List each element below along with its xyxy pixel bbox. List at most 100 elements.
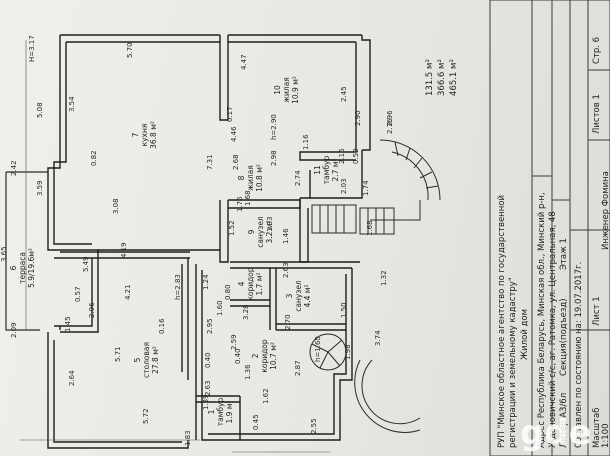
section: Секция(подъезд) xyxy=(559,298,569,376)
dim-35: h=2.83 xyxy=(174,274,182,300)
dim-42: 0.16 xyxy=(158,318,166,334)
dim-28: 1.76 xyxy=(236,196,244,212)
dim-46: 2.59 xyxy=(230,334,238,350)
room-11-number: 11 xyxy=(313,165,322,175)
dim-20: 1.74 xyxy=(362,180,370,196)
room-5-area: 27.8 м² xyxy=(151,346,160,374)
dim-15: 2.96 xyxy=(386,110,394,126)
liter: Литер А3/6л xyxy=(559,393,569,448)
dim-21: 3.54 xyxy=(68,96,76,112)
dim-23: 3.08 xyxy=(112,198,120,214)
dim-17: 1.16 xyxy=(302,134,310,150)
dim-5: 2.42 xyxy=(10,160,18,176)
room-7-number: 7 xyxy=(131,132,140,137)
dim-22: 0.82 xyxy=(90,150,98,166)
dim-8: 5.70 xyxy=(126,42,134,58)
title-block xyxy=(489,0,610,456)
dim-13: 0.17 xyxy=(226,106,234,122)
dim-4: 3.59 xyxy=(36,180,44,196)
dim-34: 4.21 xyxy=(124,284,132,300)
total-area-3: 465.1 м² xyxy=(449,59,459,96)
dim-57: 3.74 xyxy=(374,330,382,346)
room-6-area: 5.9/19.6м² xyxy=(27,248,36,288)
room-10-number: 10 xyxy=(273,85,282,95)
dim-45: 3.28 xyxy=(242,304,250,320)
dim-2: 2.09 xyxy=(10,322,18,338)
stair-flight xyxy=(311,204,395,235)
dim-41: 2.95 xyxy=(206,318,214,334)
dim-40: 0.80 xyxy=(224,284,232,300)
page-label: Стр. 6 xyxy=(592,37,602,64)
dim-55: h=1.60 xyxy=(314,336,322,362)
room-7-name: кухня xyxy=(140,124,149,147)
dim-10: 2.45 xyxy=(340,86,348,102)
dim-60: 1.62 xyxy=(262,388,270,404)
dim-66: 2.76 xyxy=(386,118,394,134)
room-2-number: 2 xyxy=(251,353,260,358)
room-9-area: 3.2 м² xyxy=(265,221,274,244)
room-8-number: 8 xyxy=(237,175,246,180)
room-2-area: 10.7 м² xyxy=(269,342,278,370)
room-6-name: терраса xyxy=(18,252,27,284)
org-line-1: РУП "Минское областное агентство по госу… xyxy=(497,195,507,448)
room-8-name: жилая xyxy=(246,165,255,191)
sheets-label: Листов 1 xyxy=(592,94,602,134)
room-4-name: коридор xyxy=(246,267,255,301)
dim-51: 2.63 xyxy=(204,380,212,396)
room-3-name: санузел xyxy=(294,280,303,312)
title-block-text: РУП "Минское областное агентство по госу… xyxy=(497,37,610,448)
room-8-area: 10.8 м² xyxy=(255,164,264,192)
dim-62: 2.55 xyxy=(310,418,318,434)
dim-37: 2.63 xyxy=(282,262,290,278)
composed-date: Составлен по состоянию на: 19.07.2017г. xyxy=(574,262,584,448)
dim-64: 1.33 xyxy=(266,216,274,232)
room-9-name: санузел xyxy=(256,216,265,248)
room-4-number: 4 xyxy=(237,281,246,286)
room-9-number: 9 xyxy=(247,229,256,234)
dim-9: 4.47 xyxy=(240,54,248,70)
dim-16: 0.52 xyxy=(352,148,360,164)
room-3-area: 4.4 м² xyxy=(303,285,312,308)
org-line-2: регистрации и земельному кадастру" xyxy=(508,277,518,448)
total-area-1: 131.5 м² xyxy=(425,59,435,96)
spiral-stair-bottom xyxy=(309,333,421,433)
dim-7: Н=3.17 xyxy=(28,35,36,62)
dim-11: 2.90 xyxy=(354,110,362,126)
dim-33: 2.96 xyxy=(88,302,96,318)
room-4-area: 1.7 м² xyxy=(255,273,264,296)
dim-24: 7.31 xyxy=(206,154,214,170)
room-2-name: коридор xyxy=(260,339,269,373)
dim-18: 2.16 xyxy=(338,148,346,164)
dim-43: 2.70 xyxy=(284,314,292,330)
terrace-outline xyxy=(5,171,48,331)
engineer-label: Инженер Фомина xyxy=(601,171,610,250)
room-11-name: тамбур xyxy=(322,156,331,185)
dim-36: 1.24 xyxy=(202,274,210,290)
dim-52: 1.36 xyxy=(244,364,252,380)
dim-61: 0.45 xyxy=(252,414,260,430)
dim-1: 1.83 xyxy=(184,430,192,446)
dim-12: h=2.90 xyxy=(270,114,278,140)
dim-47: 1.45 xyxy=(64,316,72,332)
room-1-area: 1.9 м² xyxy=(225,401,234,424)
room-10-name: жилая xyxy=(282,77,291,103)
dim-56: 1.98 xyxy=(344,344,352,360)
walls xyxy=(47,34,371,449)
dim-6: 5.08 xyxy=(36,102,44,118)
dim-25: 2.68 xyxy=(232,154,240,170)
dim-27: 2.74 xyxy=(294,170,302,186)
dim-31: 5.49 xyxy=(82,256,90,272)
room-10-area: 10.9 м² xyxy=(291,76,300,104)
dim-26: 2.98 xyxy=(270,150,278,166)
dim-29: 1.68 xyxy=(244,190,252,206)
dim-59: 1.39 xyxy=(202,394,210,410)
room-1-number: 1 xyxy=(207,409,216,414)
sheet-label: Лист 1 xyxy=(592,296,602,326)
dim-63: 1.52 xyxy=(228,220,236,236)
room-5-name: столовая xyxy=(142,342,151,378)
dim-30: 4.19 xyxy=(120,242,128,258)
dim-65: 1.46 xyxy=(282,228,290,244)
dim-32: 0.57 xyxy=(74,286,82,302)
